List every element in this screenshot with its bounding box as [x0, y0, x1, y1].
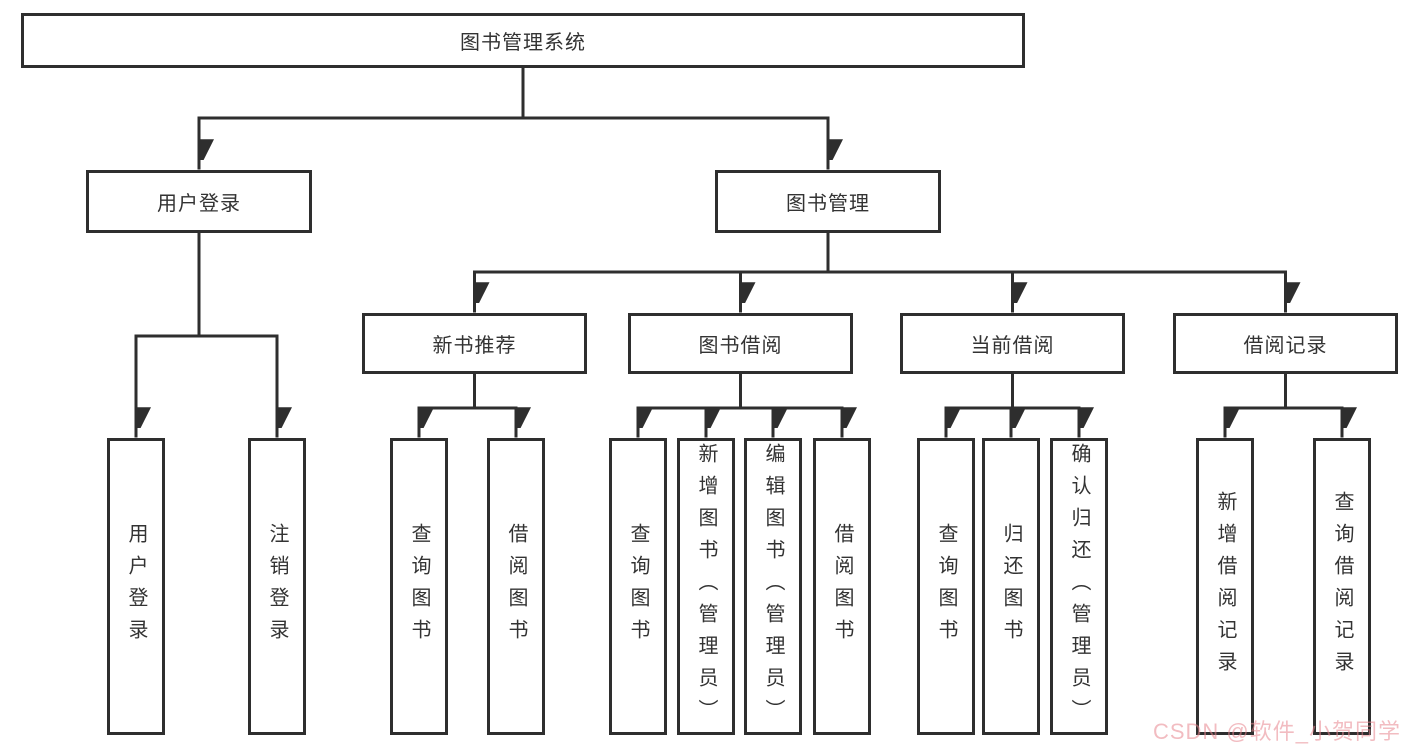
node-new-book-recommend: 新书推荐	[362, 313, 587, 374]
node-current-borrow: 当前借阅	[900, 313, 1125, 374]
node-book-borrow: 图书借阅	[628, 313, 853, 374]
node-label: 新书推荐	[432, 335, 517, 357]
leaf-label: 新增借阅记录	[1214, 490, 1236, 683]
leaf-label: 借阅图书	[505, 522, 527, 651]
node-label: 当前借阅	[970, 335, 1055, 357]
leaf-logout: 注销登录	[248, 438, 306, 735]
leaf-borrow-books-recommend: 借阅图书	[487, 438, 545, 735]
node-label: 图书借阅	[698, 335, 783, 357]
leaf-label: 归还图书	[1000, 522, 1022, 651]
leaf-confirm-return-admin: 确认归还（管理员）	[1050, 438, 1108, 735]
leaf-query-books-current: 查询图书	[917, 438, 975, 735]
leaf-label: 新增图书（管理员）	[695, 442, 717, 731]
leaf-query-books-borrow: 查询图书	[609, 438, 667, 735]
leaf-label: 借阅图书	[831, 522, 853, 651]
node-label: 借阅记录	[1243, 335, 1328, 357]
leaf-query-borrow-record: 查询借阅记录	[1313, 438, 1371, 735]
leaf-query-books-recommend: 查询图书	[390, 438, 448, 735]
node-label: 图书管理系统	[460, 32, 586, 54]
leaf-label: 编辑图书（管理员）	[762, 442, 784, 731]
leaf-label: 用户登录	[125, 522, 147, 651]
node-borrow-records: 借阅记录	[1173, 313, 1398, 374]
node-root-library-system: 图书管理系统	[21, 13, 1025, 68]
node-label: 图书管理	[786, 193, 870, 215]
leaf-label: 查询图书	[935, 522, 957, 651]
leaf-label: 查询图书	[627, 522, 649, 651]
leaf-edit-book-admin: 编辑图书（管理员）	[744, 438, 802, 735]
leaf-return-book: 归还图书	[982, 438, 1040, 735]
node-user-login: 用户登录	[86, 170, 312, 233]
leaf-borrow-book: 借阅图书	[813, 438, 871, 735]
node-book-management: 图书管理	[715, 170, 941, 233]
leaf-label: 注销登录	[266, 522, 288, 651]
csdn-watermark: CSDN @软件_小贺同学	[1152, 719, 1401, 744]
node-label: 用户登录	[157, 193, 241, 215]
leaf-user-login: 用户登录	[107, 438, 165, 735]
leaf-label: 查询图书	[408, 522, 430, 651]
leaf-label: 查询借阅记录	[1331, 490, 1353, 683]
leaf-add-borrow-record: 新增借阅记录	[1196, 438, 1254, 735]
leaf-label: 确认归还（管理员）	[1068, 442, 1090, 731]
leaf-add-book-admin: 新增图书（管理员）	[677, 438, 735, 735]
